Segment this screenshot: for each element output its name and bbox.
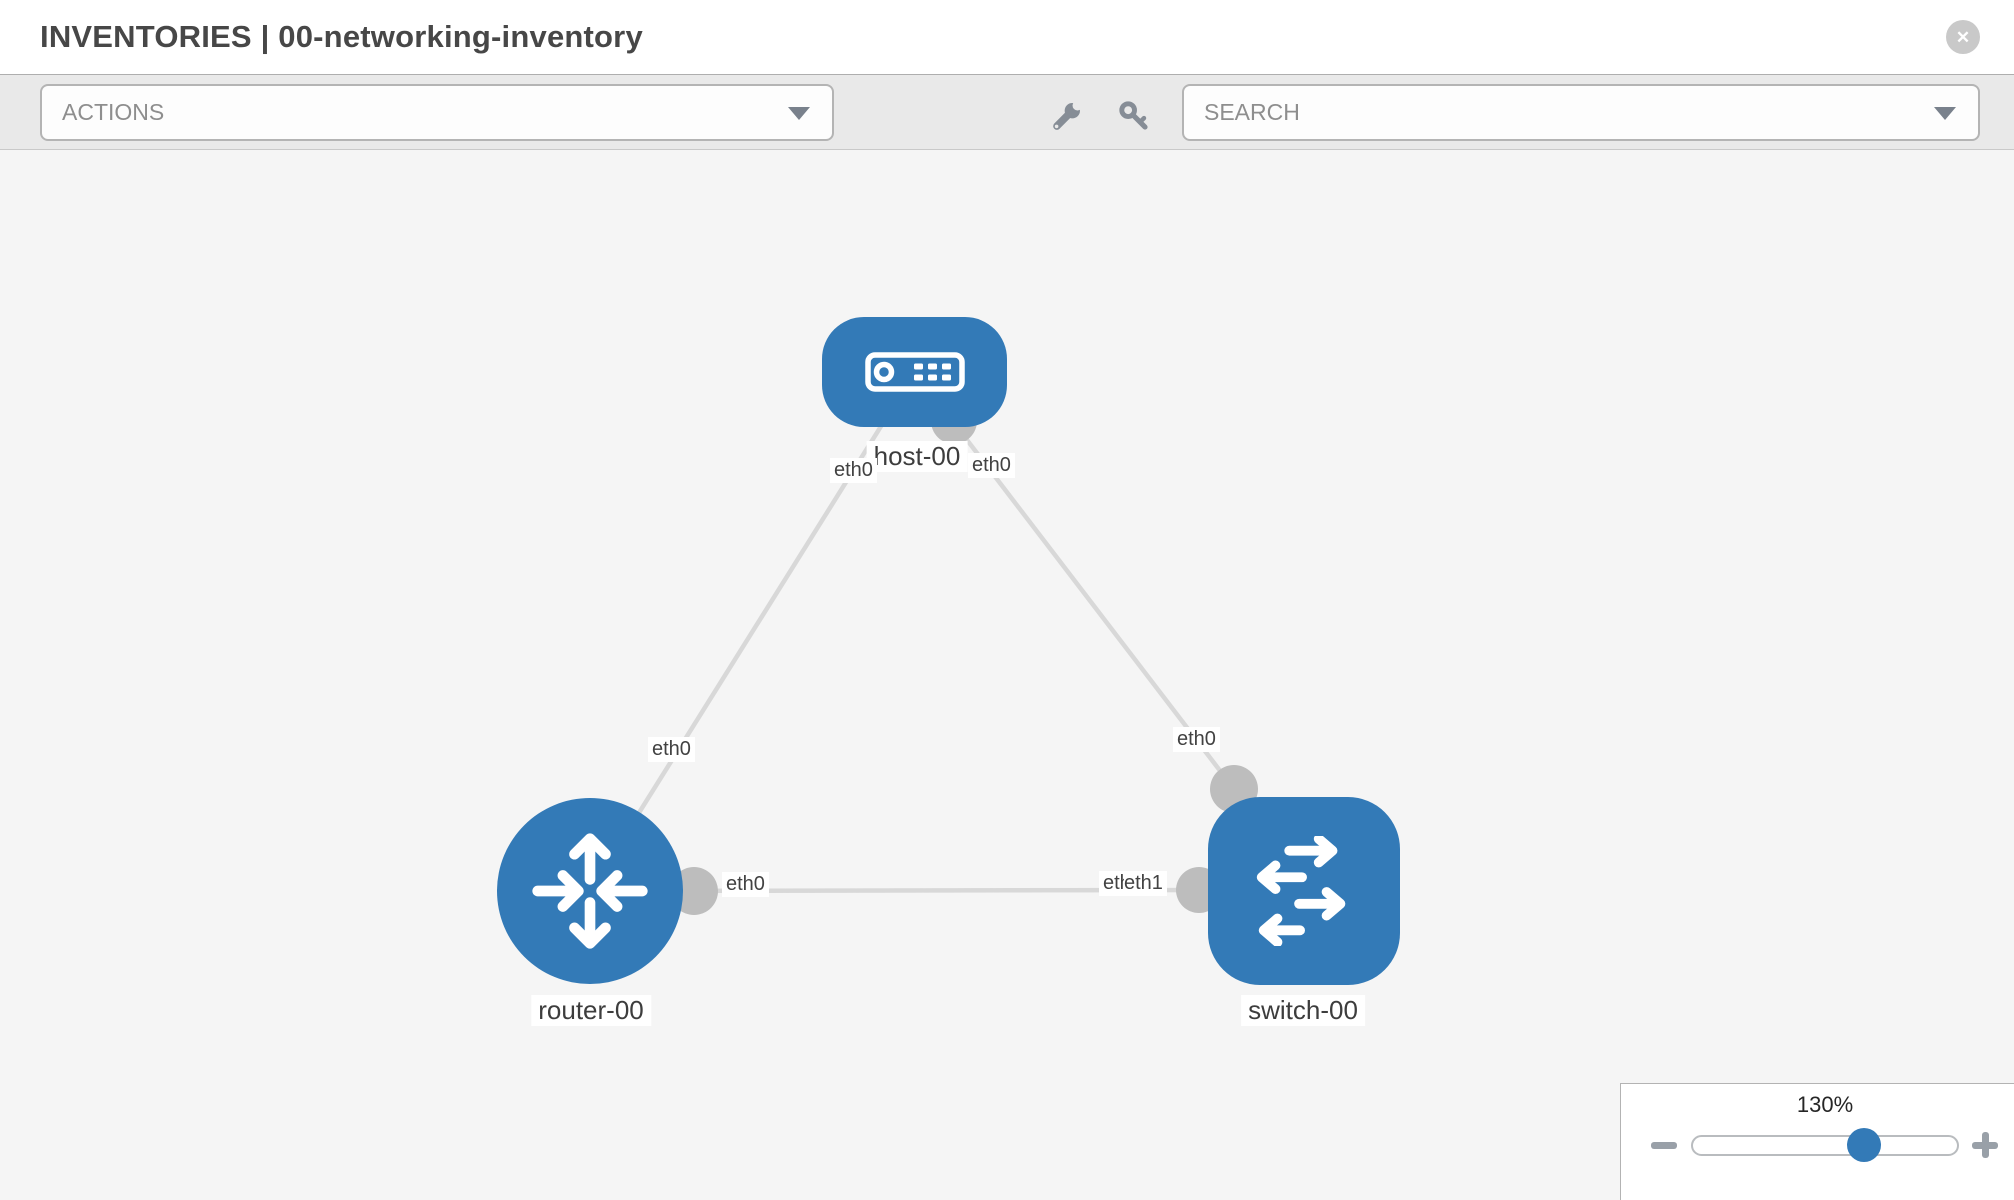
close-button[interactable]: ✕ xyxy=(1946,20,1980,54)
interface-label-overlapped: eth0eth1 xyxy=(1099,871,1167,896)
minus-icon[interactable] xyxy=(1651,1142,1677,1149)
node-router-00[interactable] xyxy=(497,798,683,984)
interface-label: eth0 xyxy=(648,737,695,762)
actions-dropdown-label: ACTIONS xyxy=(62,99,165,125)
node-host-00[interactable] xyxy=(822,317,1007,427)
interface-label: eth0 xyxy=(830,458,877,483)
zoom-slider-thumb[interactable] xyxy=(1847,1128,1881,1162)
actions-dropdown[interactable]: ACTIONS xyxy=(40,84,834,141)
node-label-host-00: host-00 xyxy=(866,441,968,473)
zoom-level: 130% xyxy=(1796,1092,1854,1117)
node-label-router-00: router-00 xyxy=(531,995,651,1027)
topology-links xyxy=(588,370,1258,915)
wrench-icon xyxy=(1053,100,1083,130)
host-server-icon xyxy=(864,352,965,392)
interface-label-over: eth1 xyxy=(1124,872,1163,894)
interface-label: eth0 xyxy=(968,453,1015,478)
close-icon: ✕ xyxy=(1955,27,1971,47)
page-title: INVENTORIES | 00-networking-inventory xyxy=(40,19,643,54)
topology-canvas[interactable]: host-00 eth0 eth0 eth0 eth0 eth0 eth0eth… xyxy=(0,150,2014,1200)
window-header: INVENTORIES | 00-networking-inventory ✕ xyxy=(0,0,2014,74)
key-button[interactable] xyxy=(1117,99,1151,133)
interface-label: eth0 xyxy=(1173,727,1220,752)
key-icon xyxy=(1119,101,1148,130)
zoom-slider[interactable] xyxy=(1691,1135,1959,1156)
node-label-switch-00: switch-00 xyxy=(1241,995,1365,1027)
search-dropdown[interactable]: SEARCH xyxy=(1182,84,1980,141)
link-host-switch xyxy=(913,370,1236,791)
node-switch-00[interactable] xyxy=(1208,797,1400,985)
search-dropdown-label: SEARCH xyxy=(1204,99,1300,125)
plus-icon[interactable] xyxy=(1972,1132,1998,1158)
caret-down-icon xyxy=(788,106,810,120)
interface-label: eth0 xyxy=(722,872,769,897)
router-arrows-icon xyxy=(532,833,648,949)
caret-down-icon xyxy=(1934,106,1956,120)
switch-arrows-icon xyxy=(1256,836,1346,946)
wrench-button[interactable] xyxy=(1050,99,1084,133)
zoom-panel: 130% xyxy=(1620,1083,2014,1200)
toolbar: ACTIONS SEARCH xyxy=(0,74,2014,150)
interface-label-under: eth0 xyxy=(1103,872,1126,894)
